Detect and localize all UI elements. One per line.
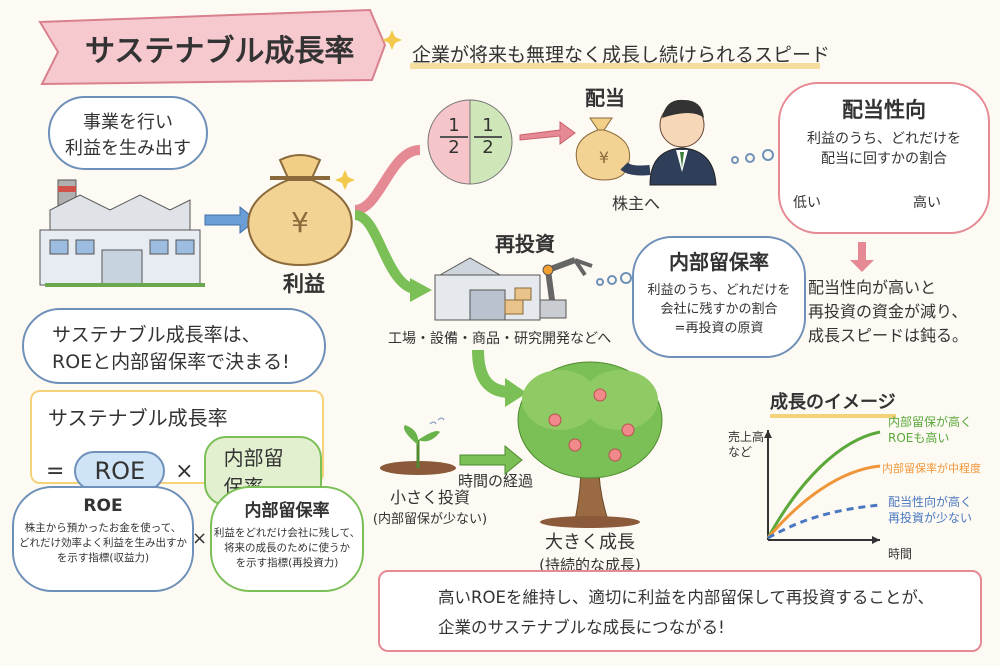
arrow-time [459,444,523,476]
formula-title: サステナブル成長率 [48,406,228,430]
payout-note-line2: 再投資の資金が減り、 [808,302,968,321]
payout-high: 高い [913,195,941,211]
retention-box: 内部留保率 利益をどれだけ会社に残して、 将来の成長のために使うか を示す指標(… [210,486,364,592]
shareholder-person-icon [620,99,717,186]
fraction-right: 1 2 [474,116,502,158]
dividend-bag-icon: ¥ [575,117,630,181]
legend-low: 配当性向が高く 再投資が少ない [888,494,972,526]
half-circle-icon [427,99,513,185]
factory-icon [39,179,205,287]
legend-high: 内部留保が高く ROEも高い [888,414,972,446]
payout-low: 低い [793,195,821,211]
payout-title: 配当性向 [842,98,926,122]
chart-xlabel: 時間 [888,547,913,561]
series-line-mid [766,464,881,539]
arrow-to-tree [472,349,511,398]
formula-eq: = [46,458,65,484]
roe-box: ROE 株主から預かったお金を使って、 どれだけ効率よく利益を生み出すか を示す… [12,486,194,592]
payout-line2: 配当に回すかの割合 [821,151,947,167]
arrow-to-reinvest [353,210,421,295]
roe-box-line2: どれだけ効率よく利益を生み出すか [19,537,187,549]
series-line-high [766,430,881,539]
sgr-cloud-line2: ROEと内部留保率で決まる! [52,351,290,373]
bubble-profit-line1: 事業を行い [83,112,173,133]
legend-high-2: ROEも高い [888,431,950,445]
retention-box-line3: を示す指標(再投資力) [235,557,339,569]
retention-line3: =再投資の原資 [674,321,764,336]
legend-high-1: 内部留保が高く [888,415,973,429]
retention-line1: 利益のうち、どれだけを [647,283,791,298]
formula-times: × [175,458,194,484]
roe-box-title: ROE [83,496,123,516]
warehouse-icon [434,257,541,321]
conclusion-box: 高いROEを維持し、適切に利益を内部留保して再投資することが、 企業のサステナブ… [378,570,982,652]
small-invest-label: 小さく投資 (内部留保が少ない) [370,484,490,527]
retention-box-title: 内部留保率 [244,501,330,521]
payout-cloud: 配当性向 利益のうち、どれだけを 配当に回すかの割合 [778,82,990,234]
chart-ylabel-1: 売上高 [728,430,765,444]
time-label: 時間の経過 [458,472,534,490]
sprout-icon [380,417,456,475]
profit-label: 利益 [283,272,325,296]
retention-cloud: 内部留保率 利益のうち、どれだけを 会社に残すかの割合 =再投資の原資 [632,236,806,358]
formula-box: サステナブル成長率 = ROE × 内部留保率 [30,390,324,506]
series-line-low [767,503,881,540]
sgr-cloud: サステナブル成長率は、 ROEと内部留保率で決まる! [22,308,326,384]
retention-box-line2: 将来の成長のために使うか [224,542,350,554]
fraction-left-den: 2 [448,137,460,158]
fraction-right-num: 1 [474,116,502,138]
fraction-right-den: 2 [482,137,494,158]
retention-line2: 会社に残すかの割合 [660,302,778,317]
thought-dots [596,272,632,286]
arrow-to-dividend [354,145,421,215]
sgr-cloud-line1: サステナブル成長率は、 [52,324,261,346]
page-title: サステナブル成長率 [85,34,355,69]
tree-icon [517,361,663,528]
fraction-left-num: 1 [440,116,468,138]
chart-title: 成長のイメージ [770,388,896,418]
bubble-profit-line2: 利益を生み出す [65,138,191,159]
svg-text:¥: ¥ [291,206,309,239]
payout-note-line3: 成長スピードは鈍る。 [808,326,969,345]
legend-low-1: 配当性向が高く [888,495,973,509]
thought-dots [731,149,774,164]
big-growth-sub: (持続的な成長) [539,556,641,574]
small-invest-sub: (内部留保が少ない) [372,512,488,527]
conclusion-line2: 企業のサステナブルな成長につながる! [438,618,725,637]
small-invest-title: 小さく投資 [389,488,470,507]
growth-chart [764,430,881,544]
retention-title: 内部留保率 [669,250,769,274]
roe-box-line3: を示す指標(収益力) [56,552,150,564]
big-growth-label: 大きく成長 (持続的な成長) [530,528,650,575]
roe-box-line1: 株主から預かったお金を使って、 [24,522,182,534]
arrow-down-icon [850,242,874,272]
sparkle-icon [382,30,402,50]
chart-ylabel: 売上高 など [728,430,764,460]
legend-mid-1: 内部留保率が中程度 [882,462,981,475]
svg-text:¥: ¥ [599,148,609,167]
reinvest-label: 再投資 [495,232,555,256]
legend-mid: 内部留保率が中程度 [882,460,981,476]
shareholder-label: 株主へ [612,194,661,213]
page-subtitle: 企業が将来も無理なく成長し続けられるスピード [412,44,831,66]
sparkle-icon [335,170,355,190]
retention-box-line1: 利益をどれだけ会社に残して、 [213,527,361,539]
payout-note-line1: 配当性向が高いと [808,278,937,297]
payout-note: 配当性向が高いと 再投資の資金が減り、 成長スピードは鈍る。 [808,276,968,348]
legend-low-2: 再投資が少ない [888,511,973,525]
dividend-label: 配当 [585,86,625,110]
reinvest-caption: 工場・設備・商品・研究開発などへ [388,331,612,347]
money-bag-icon: ¥ [247,154,353,267]
big-growth-title: 大きく成長 [545,532,635,553]
bubble-profit: 事業を行い 利益を生み出す [48,96,208,170]
chart-ylabel-2: など [728,445,753,459]
fraction-left: 1 2 [440,116,468,158]
conclusion-line1: 高いROEを維持し、適切に利益を内部留保して再投資することが、 [438,588,935,607]
title-ribbon [38,8,387,86]
robot-arm-icon [539,257,593,319]
formula-roe: ROE [74,451,166,491]
payout-line1: 利益のうち、どれだけを [807,131,961,147]
arrow-to-shareholder [519,121,576,145]
box-times: × [192,528,208,549]
